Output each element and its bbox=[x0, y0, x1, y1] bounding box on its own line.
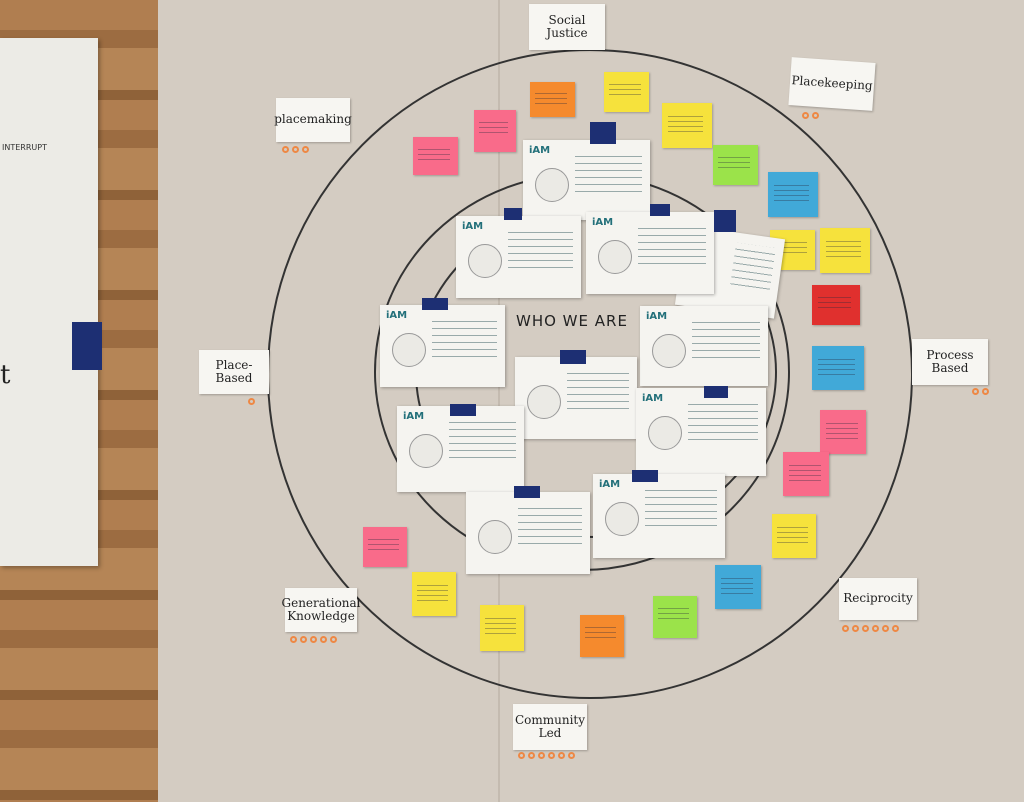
dot-stickers bbox=[842, 625, 899, 632]
blue-tape bbox=[514, 486, 540, 498]
iam-card bbox=[515, 357, 637, 439]
paper-seam bbox=[498, 0, 500, 802]
iam-card: iAM bbox=[523, 140, 650, 220]
sticky-note bbox=[474, 110, 516, 152]
sticky-note bbox=[662, 103, 712, 148]
sticky-note bbox=[412, 572, 456, 616]
avatar-drawing bbox=[392, 333, 426, 367]
label-social-justice: Social Justice bbox=[529, 4, 605, 50]
avatar-drawing bbox=[648, 416, 682, 450]
iam-card: iAM bbox=[586, 212, 714, 294]
blue-tape bbox=[714, 210, 736, 232]
label-generational-knowledge: Generational Knowledge bbox=[282, 588, 361, 632]
dot-stickers bbox=[282, 146, 309, 153]
sticky-note bbox=[363, 527, 407, 567]
blue-tape bbox=[72, 322, 102, 370]
sticky-note bbox=[480, 605, 524, 651]
avatar-drawing bbox=[605, 502, 639, 536]
avatar-drawing bbox=[409, 434, 443, 468]
blue-tape bbox=[650, 204, 670, 216]
card-brand: iAM bbox=[529, 145, 551, 156]
blue-tape bbox=[450, 404, 476, 416]
iam-card: iAM bbox=[397, 406, 524, 492]
dot-stickers bbox=[972, 388, 989, 395]
card-brand: iAM bbox=[462, 221, 484, 232]
avatar-drawing bbox=[527, 385, 561, 419]
left-sheet-text-large: t bbox=[0, 360, 11, 390]
avatar-drawing bbox=[468, 244, 502, 278]
blue-tape bbox=[590, 122, 616, 144]
iam-card: iAM bbox=[636, 388, 766, 476]
sticky-note bbox=[530, 82, 575, 117]
sticky-note bbox=[812, 346, 864, 390]
avatar-drawing bbox=[478, 520, 512, 554]
blue-tape bbox=[704, 386, 728, 398]
iam-card: iAM bbox=[380, 305, 505, 387]
sticky-note bbox=[413, 137, 458, 175]
sticky-note bbox=[768, 172, 818, 217]
avatar-drawing bbox=[535, 168, 569, 202]
iam-card: iAM bbox=[593, 474, 725, 558]
sticky-note bbox=[820, 228, 870, 273]
label-placekeeping: Placekeeping bbox=[788, 57, 876, 111]
blue-tape bbox=[422, 298, 448, 310]
sticky-note bbox=[715, 565, 761, 609]
card-brand: iAM bbox=[592, 217, 614, 228]
sticky-note bbox=[812, 285, 860, 325]
label-process-based: Process Based bbox=[912, 339, 988, 385]
iam-card: iAM bbox=[640, 306, 768, 386]
sticky-note bbox=[653, 596, 697, 638]
blue-tape bbox=[504, 208, 522, 220]
label-reciprocity: Reciprocity bbox=[839, 578, 917, 620]
dot-stickers bbox=[248, 398, 255, 405]
sticky-note bbox=[783, 452, 829, 496]
sticky-note bbox=[604, 72, 649, 112]
card-brand: iAM bbox=[386, 310, 408, 321]
sticky-note bbox=[580, 615, 624, 657]
card-brand: iAM bbox=[599, 479, 621, 490]
iam-card: iAM bbox=[456, 216, 581, 298]
avatar-drawing bbox=[652, 334, 686, 368]
avatar-drawing bbox=[598, 240, 632, 274]
card-brand: iAM bbox=[403, 411, 425, 422]
center-title: WHO WE ARE bbox=[516, 312, 628, 330]
sticky-note bbox=[820, 410, 866, 454]
dot-stickers bbox=[290, 636, 337, 643]
dot-stickers bbox=[518, 752, 575, 759]
sticky-note bbox=[713, 145, 758, 185]
dot-stickers bbox=[802, 112, 819, 119]
label-community-led: Community Led bbox=[513, 704, 587, 750]
card-brand: iAM bbox=[642, 393, 664, 404]
sticky-note bbox=[772, 514, 816, 558]
blue-tape bbox=[632, 470, 658, 482]
label-place-based: Place-Based bbox=[199, 350, 269, 394]
blue-tape bbox=[560, 350, 586, 364]
label-placemaking: placemaking bbox=[274, 98, 352, 142]
card-brand: iAM bbox=[646, 311, 668, 322]
left-paper-sheet: INTERRUPT t bbox=[0, 38, 98, 566]
left-sheet-text: INTERRUPT bbox=[2, 143, 47, 152]
iam-card bbox=[466, 492, 590, 574]
